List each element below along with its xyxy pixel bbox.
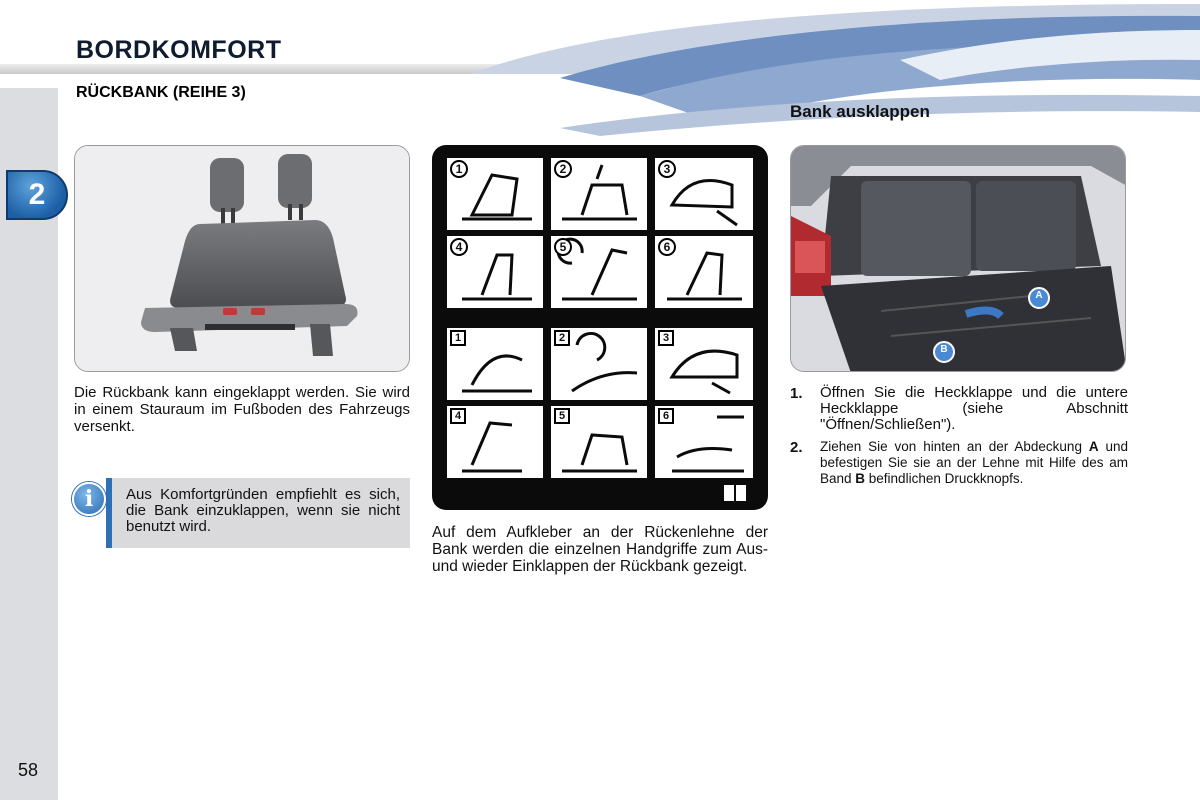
sticker-step-label: 3 (658, 160, 676, 178)
header-swoosh-decoration (470, 4, 1200, 136)
bench-description: Die Rückbank kann eingeklappt werden. Si… (74, 384, 410, 435)
info-icon: i (72, 482, 106, 516)
section-title: RÜCKBANK (REIHE 3) (76, 84, 246, 101)
sticker-step-label: 5 (554, 238, 572, 256)
label-a: A (1088, 439, 1099, 454)
step-text-part: befindlichen Druckknopfs. (865, 471, 1024, 486)
info-box (106, 478, 410, 548)
sticker-step-label: 2 (554, 330, 570, 346)
sticker-step-label: 5 (554, 408, 570, 424)
list-item: 1. Öffnen Sie die Heckklappe und die unt… (790, 385, 1128, 433)
info-note-text: Aus Komfortgründen empfiehlt es sich, di… (126, 486, 400, 535)
sticker-step-label: 2 (554, 160, 572, 178)
boot-image: A B (790, 145, 1126, 372)
sticker-step-label: 6 (658, 238, 676, 256)
sticker-step-label: 6 (658, 408, 674, 424)
label-a-marker: A (1035, 290, 1043, 301)
step-text: Öffnen Sie die Heckklappe und die untere… (820, 384, 1128, 433)
sticker-step-label: 4 (450, 408, 466, 424)
list-item: 2. Ziehen Sie von hinten an der Abdeckun… (790, 439, 1128, 487)
instruction-sticker: 1 2 3 4 5 6 1 2 3 4 5 6 (432, 145, 768, 510)
label-b-marker: B (940, 344, 948, 355)
page-number: 58 (18, 760, 39, 780)
step-number: 2. (790, 439, 803, 456)
bench-seat-image (74, 145, 410, 372)
steps-list: 1. Öffnen Sie die Heckklappe und die unt… (790, 385, 1128, 493)
chapter-number: 2 (28, 178, 46, 211)
sticker-step-label: 1 (450, 160, 468, 178)
sub-heading-bank-ausklappen: Bank ausklappen (790, 102, 930, 121)
page-title: BORDKOMFORT (76, 36, 282, 64)
step-text: Ziehen Sie von hinten an der Abdeckung A… (820, 439, 1128, 487)
sticker-caption: Auf dem Aufkleber an der Rückenlehne der… (432, 524, 768, 575)
sticker-step-label: 4 (450, 238, 468, 256)
step-text-part: Ziehen Sie von hinten an der Abdeckung (820, 439, 1089, 454)
chapter-tab[interactable]: 2 (6, 170, 68, 220)
sticker-step-label: 1 (450, 330, 466, 346)
step-text-part: und befestigen Sie sie an der Lehne mit … (820, 439, 1128, 486)
sticker-step-label: 3 (658, 330, 674, 346)
step-number: 1. (790, 385, 803, 402)
label-b: B (855, 471, 866, 486)
